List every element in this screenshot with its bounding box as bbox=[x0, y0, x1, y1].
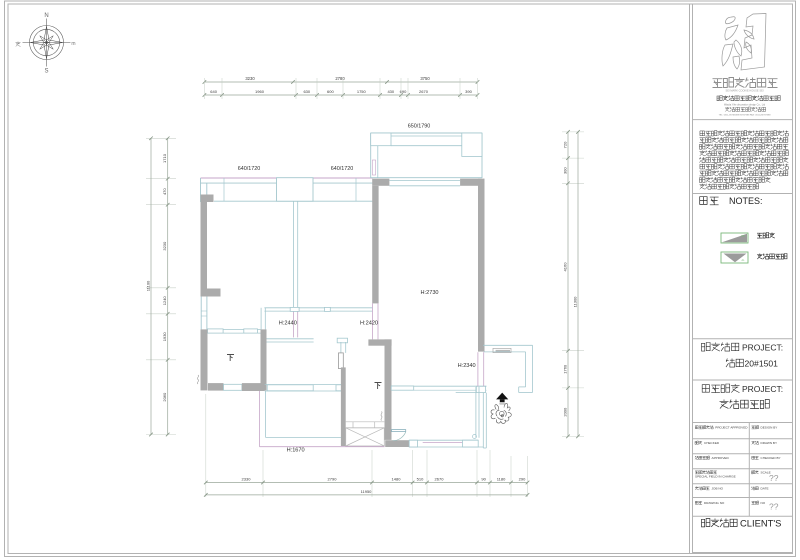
svg-text:600: 600 bbox=[327, 89, 334, 94]
svg-text:1960: 1960 bbox=[255, 89, 265, 94]
svg-text:S: S bbox=[44, 69, 48, 75]
svg-text:390: 390 bbox=[465, 89, 472, 94]
svg-text:90: 90 bbox=[481, 477, 486, 482]
svg-text:300: 300 bbox=[563, 167, 568, 174]
svg-text:SCALE: SCALE bbox=[761, 471, 771, 475]
svg-text:NOTES:: NOTES: bbox=[729, 196, 763, 206]
svg-text:H:2420: H:2420 bbox=[360, 320, 378, 326]
svg-text:TEL: 0511-85766388 85787388: TEL: 0511-85766388 85787388 FAX: 0511-85… bbox=[719, 114, 772, 117]
svg-text:1760: 1760 bbox=[563, 364, 568, 374]
svg-text:DRAWING NO: DRAWING NO bbox=[704, 501, 725, 505]
svg-text:1240: 1240 bbox=[162, 296, 167, 306]
svg-text:H:2730: H:2730 bbox=[421, 290, 439, 296]
svg-text:H:1670: H:1670 bbox=[287, 447, 305, 453]
svg-text:3230: 3230 bbox=[162, 241, 167, 251]
svg-text:1930: 1930 bbox=[162, 332, 167, 342]
svg-text:SEI MARK COOKIE HOUSE SEI: SEI MARK COOKIE HOUSE SEI bbox=[725, 89, 763, 93]
svg-text:470: 470 bbox=[162, 188, 167, 195]
svg-text:SPECIAL FIELD IN CHARGE: SPECIAL FIELD IN CHARGE bbox=[695, 475, 736, 479]
svg-text:1180: 1180 bbox=[497, 477, 506, 482]
svg-text:4160: 4160 bbox=[563, 262, 568, 272]
svg-text:2060: 2060 bbox=[162, 392, 167, 402]
svg-text:11100: 11100 bbox=[146, 280, 151, 291]
svg-text:PROJECT APPROVED: PROJECT APPROVED bbox=[715, 426, 748, 430]
svg-text:m: m bbox=[71, 41, 75, 47]
svg-text:650/1790: 650/1790 bbox=[408, 124, 430, 130]
svg-text:2790: 2790 bbox=[328, 477, 338, 482]
svg-text:??: ?? bbox=[769, 502, 779, 512]
svg-text:RD: RD bbox=[741, 235, 745, 238]
svg-text:PROJECT:: PROJECT: bbox=[742, 384, 783, 394]
svg-text:1480: 1480 bbox=[392, 477, 402, 482]
svg-text:Wanjia Yihe decoration design: Wanjia Yihe decoration design Co., Ltd bbox=[724, 103, 766, 106]
svg-text:CLIENT'S: CLIENT'S bbox=[740, 517, 781, 528]
svg-text:??: ?? bbox=[769, 473, 779, 483]
svg-text:N: N bbox=[44, 13, 48, 19]
svg-text:DRAWN BY: DRAWN BY bbox=[761, 441, 778, 445]
svg-text:2780: 2780 bbox=[335, 76, 345, 81]
svg-text:3230: 3230 bbox=[245, 76, 255, 81]
svg-text:2670: 2670 bbox=[419, 89, 429, 94]
svg-text:3750: 3750 bbox=[420, 76, 430, 81]
svg-text:11950: 11950 bbox=[361, 489, 373, 494]
svg-text:DESIGN BY: DESIGN BY bbox=[761, 426, 778, 430]
svg-text:1750: 1750 bbox=[357, 89, 367, 94]
svg-text:PROJECT:: PROJECT: bbox=[742, 342, 783, 352]
svg-text:640/1720: 640/1720 bbox=[331, 166, 353, 172]
svg-text:JOB NO: JOB NO bbox=[712, 487, 724, 491]
svg-text:H:2340: H:2340 bbox=[458, 363, 476, 369]
svg-text:640: 640 bbox=[210, 89, 217, 94]
svg-text:11300: 11300 bbox=[573, 296, 578, 308]
svg-text:CHECKED: CHECKED bbox=[704, 441, 720, 445]
svg-text:2330: 2330 bbox=[242, 477, 252, 482]
svg-text:APPROVED: APPROVED bbox=[712, 456, 730, 460]
svg-text:430: 430 bbox=[387, 89, 394, 94]
svg-text:20#1501: 20#1501 bbox=[745, 358, 779, 368]
svg-text:AL: AL bbox=[742, 259, 746, 262]
svg-text:510: 510 bbox=[417, 477, 424, 482]
svg-text:720: 720 bbox=[563, 141, 568, 148]
svg-text:NO: NO bbox=[761, 501, 766, 505]
svg-text:DATE: DATE bbox=[761, 487, 769, 491]
svg-text:690: 690 bbox=[400, 89, 407, 94]
svg-text:640/1720: 640/1720 bbox=[238, 166, 260, 172]
svg-text:2670: 2670 bbox=[435, 477, 445, 482]
svg-text:630: 630 bbox=[303, 89, 310, 94]
svg-text:CHECKED BY: CHECKED BY bbox=[761, 456, 781, 460]
svg-text:1710: 1710 bbox=[162, 153, 167, 163]
svg-text:290: 290 bbox=[519, 477, 526, 482]
svg-text:H:2440: H:2440 bbox=[279, 320, 297, 326]
svg-text:2000: 2000 bbox=[563, 407, 568, 417]
